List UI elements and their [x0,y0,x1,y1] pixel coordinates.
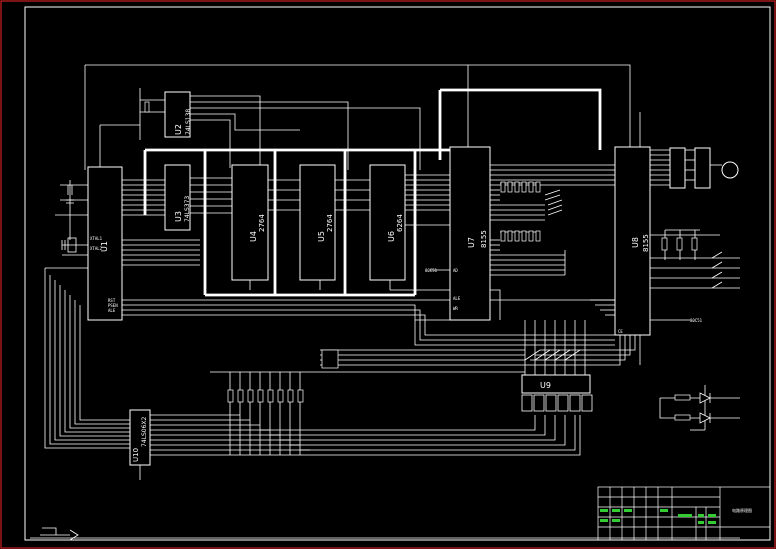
chip-u5 [299,164,336,281]
chip-u1 [87,166,123,321]
chip-u10 [129,409,151,466]
diode-symbols [699,392,711,424]
chip-u6 [369,164,406,281]
u7-part: 8155 [480,230,488,248]
thick-buses [143,88,602,297]
origin-arrow [40,527,79,541]
chip-u8-port-block-b [694,147,711,189]
u3-name: U3 [174,211,183,222]
crystal-and-caps [61,185,77,253]
u2-name: U2 [174,124,183,135]
chip-u4 [231,164,269,281]
chip-u3 [164,164,191,231]
u2-part: 74LS138 [185,109,192,135]
pin-labels: XTAL1 XTAL2 RST PSEN ALE AD ALE WR CE 80… [90,236,703,334]
u6-name: U6 [387,231,396,242]
u7-wr-label: WR [453,306,458,311]
signal-wires [30,64,740,539]
resistor-array [144,101,698,421]
u9-name: U9 [540,381,551,390]
u8-part: 8155 [642,234,650,252]
ref-a-label: 80C51 [425,268,438,273]
u1-xtal2-label: XTAL2 [90,246,103,251]
chip-labels: U1 U2 74LS138 U3 74LS373 U4 2764 U5 2764… [100,109,650,462]
drawing-title: 电路原理图 [732,507,752,513]
u7-ad-label: AD [453,268,458,273]
chip-bodies [87,91,711,466]
u5-name: U5 [317,231,326,242]
u7-ale-label: ALE [453,296,461,301]
u1-psen-label: PSEN [108,303,118,308]
title-block [597,486,771,541]
u4-name: U4 [249,231,258,242]
ref-b-label: 80C51 [690,318,703,323]
title-block-frame [597,486,771,541]
u6-part: 6264 [396,214,404,232]
chip-u2 [164,91,191,138]
chip-u7 [449,146,491,321]
u1-ale-label: ALE [108,308,116,313]
u10-part: 74LS06X2 [141,416,148,447]
inner-frame [24,6,771,541]
u5-part: 2764 [326,214,334,232]
switch-symbols [711,251,723,289]
u1-name: U1 [100,241,109,252]
u8-ce-label: CE [618,329,623,334]
chip-u9 [521,374,591,394]
u10-name: U10 [132,448,140,462]
title-block-marks [600,509,716,524]
chip-u8-port-block [669,147,686,189]
u4-part: 2764 [258,214,266,232]
u1-rst-label: RST [108,298,116,303]
u8-name: U8 [631,237,640,248]
u9-display-digits [521,394,593,412]
chip-u8 [614,146,651,336]
u1-xtal1-label: XTAL1 [90,236,103,241]
u7-name: U7 [467,237,476,248]
u3-part: 74LS373 [184,196,191,222]
motor-symbol [721,161,739,179]
